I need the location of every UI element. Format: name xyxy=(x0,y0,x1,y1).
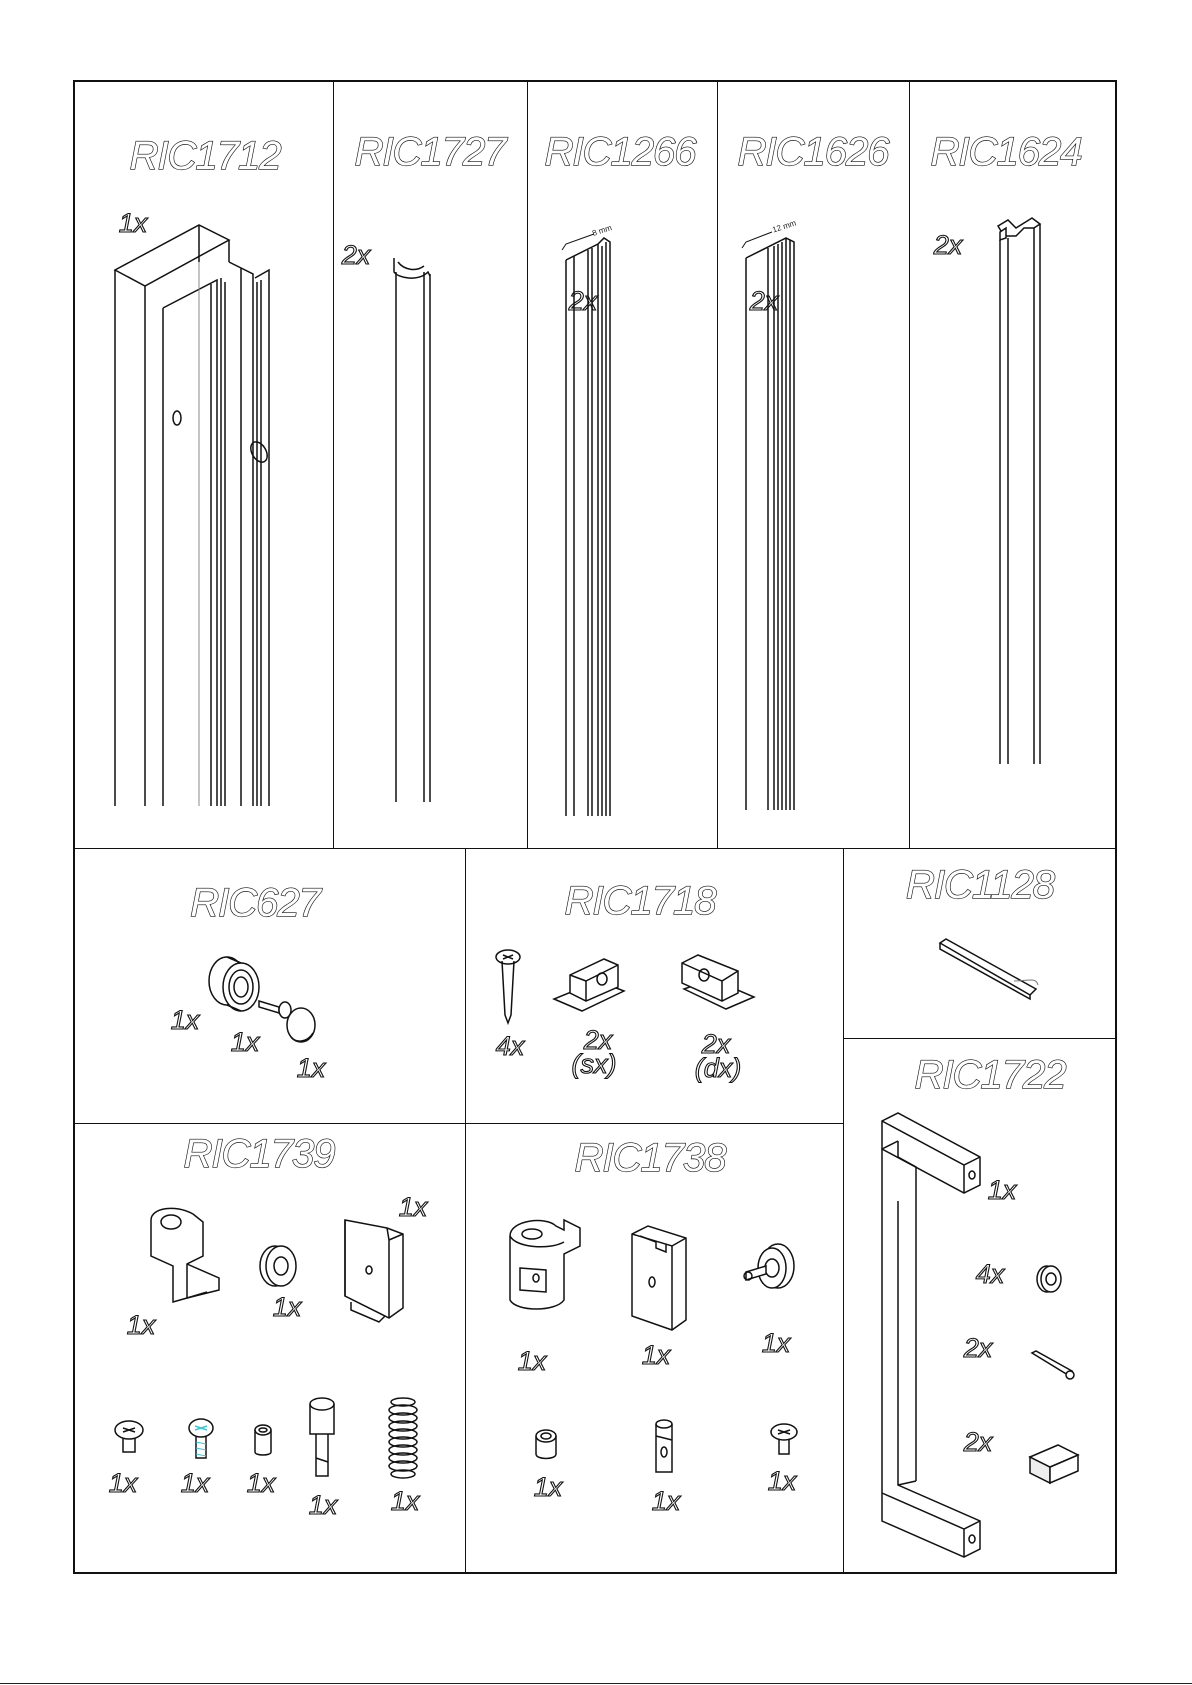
quantity-label: 1x xyxy=(768,1468,797,1495)
part-cell-ric1626: RIC1626 2x 12 mm xyxy=(718,82,909,848)
pin-icon xyxy=(251,1424,275,1458)
gasket-icon xyxy=(994,214,1044,774)
quantity-label: 1x xyxy=(399,1194,428,1221)
profile-icon xyxy=(738,228,808,828)
quantity-label: 1x xyxy=(642,1342,671,1369)
quantity-label: (dx) xyxy=(695,1055,742,1082)
part-code: RIC1722 xyxy=(915,1053,1066,1098)
pin-icon xyxy=(532,1428,560,1462)
part-cell-ric1739: RIC1739 1x 1x 1x xyxy=(75,1124,465,1572)
part-code: RIC1712 xyxy=(130,134,281,179)
cap-icon xyxy=(341,1212,411,1322)
profile-icon xyxy=(105,222,305,822)
part-code: RIC1266 xyxy=(545,130,696,175)
quantity-label: 1x xyxy=(534,1474,563,1501)
quantity-label: 1x xyxy=(652,1488,681,1515)
part-cell-ric627: RIC627 1x 1x 1x xyxy=(75,849,465,1123)
screw-icon xyxy=(494,947,524,1027)
part-code: RIC1738 xyxy=(575,1136,726,1181)
part-code: RIC1727 xyxy=(355,130,506,175)
quantity-label: 1x xyxy=(762,1330,791,1357)
quantity-label: 1x xyxy=(171,1007,200,1034)
pin-icon xyxy=(1028,1349,1078,1383)
quantity-label: 1x xyxy=(247,1470,276,1497)
cap-icon xyxy=(283,1005,319,1045)
quantity-label: 1x xyxy=(391,1488,420,1515)
quantity-label: 4x xyxy=(976,1261,1005,1288)
part-code: RIC1626 xyxy=(738,130,889,175)
quantity-label: 1x xyxy=(309,1492,338,1519)
gasket-icon xyxy=(388,252,438,812)
part-cell-ric1727: RIC1727 2x xyxy=(334,82,527,848)
seal-strip-icon xyxy=(938,937,1048,1003)
quantity-label: 4x xyxy=(496,1033,525,1060)
part-code: RIC1624 xyxy=(931,130,1082,175)
quantity-label: (sx) xyxy=(572,1051,617,1078)
pin-icon xyxy=(307,1396,337,1480)
quantity-label: 1x xyxy=(181,1470,210,1497)
quantity-label: 1x xyxy=(273,1294,302,1321)
spring-icon xyxy=(385,1396,421,1480)
quantity-label: 2x xyxy=(934,232,963,259)
washer-icon xyxy=(1034,1263,1064,1295)
part-code: RIC627 xyxy=(190,881,320,926)
page-edge-line xyxy=(0,1683,1192,1684)
quantity-label: 2x xyxy=(342,242,371,269)
quantity-label: 2x xyxy=(964,1429,993,1456)
part-cell-ric1718: RIC1718 4x 2x (sx) 2x (dx) xyxy=(466,849,843,1123)
bracket-icon xyxy=(552,953,632,1013)
part-cell-ric1712: RIC1712 1x xyxy=(75,82,333,848)
part-cell-ric1266: RIC1266 2x 8 mm xyxy=(528,82,717,848)
profile-icon xyxy=(558,230,628,830)
bracket-icon xyxy=(628,1224,698,1334)
roller-icon xyxy=(742,1240,802,1300)
quantity-label: 1x xyxy=(127,1312,156,1339)
screw-icon xyxy=(185,1418,217,1462)
part-cell-ric1624: RIC1624 2x xyxy=(910,82,1115,848)
part-cell-ric1738: RIC1738 1x 1x 1x xyxy=(466,1124,843,1572)
screw-icon xyxy=(768,1422,800,1458)
quantity-label: 2x xyxy=(964,1335,993,1362)
part-code: RIC1128 xyxy=(906,863,1054,908)
quantity-label: 1x xyxy=(988,1177,1017,1204)
part-code: RIC1718 xyxy=(565,879,716,924)
bracket-icon xyxy=(145,1206,225,1306)
quantity-label: 1x xyxy=(109,1470,138,1497)
quantity-label: 1x xyxy=(297,1055,326,1082)
quantity-label: 1x xyxy=(518,1348,547,1375)
part-code: RIC1739 xyxy=(184,1132,335,1177)
block-icon xyxy=(506,1216,586,1316)
part-cell-ric1128: RIC1128 xyxy=(844,849,1115,1038)
screw-icon xyxy=(113,1420,145,1456)
pin-icon xyxy=(650,1418,678,1478)
bracket-icon xyxy=(678,953,758,1013)
block-icon xyxy=(1026,1437,1082,1485)
part-cell-ric1722: RIC1722 1x 4x 2x 2x xyxy=(844,1039,1115,1572)
quantity-label: 1x xyxy=(231,1029,260,1056)
washer-icon xyxy=(257,1242,301,1290)
